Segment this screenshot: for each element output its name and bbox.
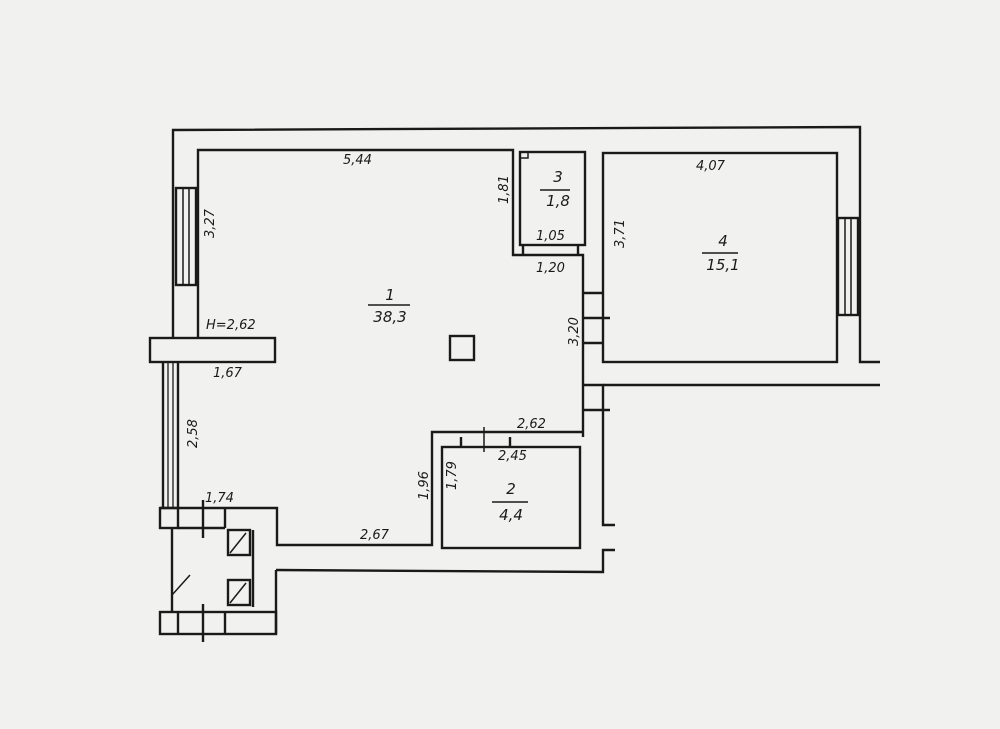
dim-window-lower: 2,58 bbox=[186, 419, 201, 448]
dim-room1-right: 3,20 bbox=[567, 317, 582, 346]
dimension-labels: 5,44 3,27 H=2,62 1,67 2,58 1,74 2,67 1,8… bbox=[186, 153, 726, 543]
room-2-area: 4,4 bbox=[499, 506, 523, 524]
dim-room2-left-inner: 1,79 bbox=[445, 461, 460, 490]
room-labels: 1 38,3 2 4,4 3 1,8 4 15,1 bbox=[368, 168, 740, 524]
dim-room3-left: 1,81 bbox=[497, 175, 512, 204]
dim-ceiling-height: H=2,62 bbox=[206, 318, 256, 333]
room-4-number: 4 bbox=[718, 232, 728, 250]
walls bbox=[148, 125, 880, 642]
window-icon bbox=[836, 216, 860, 317]
dim-room1-bottom: 2,67 bbox=[360, 528, 390, 543]
dim-room2-top-outer: 2,62 bbox=[517, 417, 546, 432]
dim-room2-top-inner: 2,45 bbox=[498, 449, 527, 464]
room-1-area: 38,3 bbox=[373, 308, 406, 326]
room-1-number: 1 bbox=[385, 286, 395, 304]
window-icon bbox=[161, 362, 180, 508]
dim-room3-bottom: 1,20 bbox=[536, 261, 565, 276]
window-icon bbox=[174, 186, 198, 287]
dim-room3-door: 1,05 bbox=[536, 229, 565, 244]
dim-room1-left-upper: 3,27 bbox=[203, 208, 218, 238]
stove-icon bbox=[226, 528, 252, 557]
dim-room1-top: 5,44 bbox=[343, 153, 372, 168]
room-3-area: 1,8 bbox=[546, 192, 570, 210]
dim-room2-left-outer: 1,96 bbox=[417, 471, 432, 500]
room-4-area: 15,1 bbox=[706, 256, 739, 274]
dim-room4-left: 3,71 bbox=[613, 219, 628, 248]
dim-room4-top: 4,07 bbox=[696, 159, 726, 174]
stove-icon bbox=[226, 578, 252, 607]
column-icon bbox=[448, 334, 476, 362]
room-2-number: 2 bbox=[506, 480, 516, 498]
room-3-number: 3 bbox=[553, 168, 563, 186]
dim-pillar: 1,67 bbox=[213, 366, 243, 381]
dim-entry: 1,74 bbox=[205, 491, 234, 506]
